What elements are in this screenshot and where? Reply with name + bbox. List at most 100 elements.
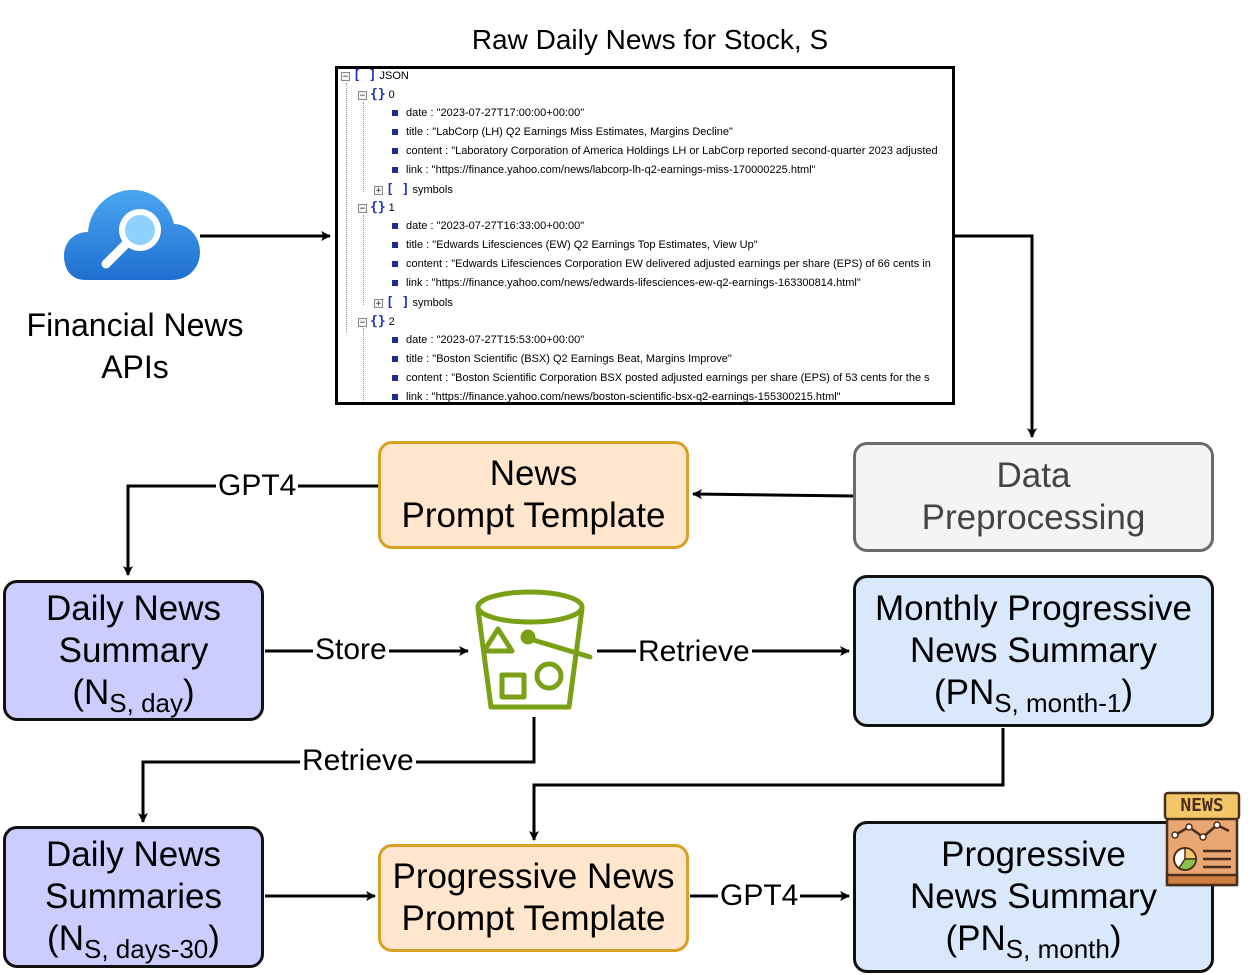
field-icon bbox=[392, 394, 398, 401]
formula-close: ) bbox=[208, 919, 220, 958]
formula-symbol: (PN bbox=[933, 673, 995, 712]
progressive-news-prompt-template-node[interactable]: Progressive News Prompt Template bbox=[378, 844, 689, 952]
daily-news-summary-node[interactable]: Daily News Summary (NS, day) bbox=[3, 580, 264, 721]
json-field-date: date : "2023-07-27T17:00:00+00:00" bbox=[392, 104, 584, 123]
json-item-2[interactable]: −{}2 bbox=[358, 312, 395, 331]
arrow-json-to-preprocessing bbox=[955, 234, 1037, 438]
json-field-content: content : "Edwards Lifesciences Corporat… bbox=[392, 255, 931, 274]
field-icon bbox=[392, 223, 398, 230]
item-index: 0 bbox=[388, 89, 395, 101]
node-label-line1: Progressive bbox=[941, 835, 1126, 874]
array-icon: [ ] bbox=[386, 295, 410, 310]
collapse-toggle-icon[interactable]: − bbox=[341, 71, 350, 82]
field-icon bbox=[392, 280, 398, 287]
field-text: date : "2023-07-27T17:00:00+00:00" bbox=[406, 107, 585, 119]
json-field-content: content : "Boston Scientific Corporation… bbox=[392, 369, 930, 388]
api-label-line1: Financial News bbox=[26, 307, 244, 343]
formula-subscript: S, day bbox=[109, 687, 183, 718]
tree-guide bbox=[363, 328, 364, 402]
field-icon bbox=[392, 261, 398, 268]
node-label-line2: Prompt Template bbox=[401, 899, 666, 938]
node-label-line1: Monthly Progressive bbox=[874, 589, 1193, 628]
edge-label-retrieve-down: Retrieve bbox=[300, 744, 416, 778]
formula-subscript: S, month-1 bbox=[994, 688, 1122, 718]
collapse-toggle-icon[interactable]: − bbox=[358, 90, 367, 101]
progressive-news-summary-node[interactable]: Progressive News Summary (PNS, month) bbox=[853, 821, 1214, 973]
json-item-1[interactable]: −{}1 bbox=[358, 198, 395, 217]
api-label-line2: APIs bbox=[101, 349, 169, 385]
json-field-link: link : "https://finance.yahoo.com/news/l… bbox=[392, 161, 816, 180]
node-label-line2: Summary bbox=[58, 630, 209, 670]
field-icon bbox=[392, 375, 398, 382]
item-index: 1 bbox=[388, 202, 395, 214]
edge-label-store: Store bbox=[313, 633, 389, 667]
json-root[interactable]: −[ ]JSON bbox=[341, 68, 409, 85]
tree-guide bbox=[346, 83, 347, 333]
cloud-search-icon bbox=[64, 189, 200, 280]
json-viewer-title: Raw Daily News for Stock, S bbox=[471, 24, 829, 55]
field-icon bbox=[392, 110, 398, 117]
field-text: symbols bbox=[412, 297, 453, 309]
collapse-toggle-icon[interactable]: − bbox=[358, 203, 367, 214]
expand-toggle-icon[interactable]: + bbox=[374, 185, 383, 196]
monthly-progressive-summary-node[interactable]: Monthly Progressive News Summary (PNS, m… bbox=[853, 575, 1214, 727]
daily-news-summaries-node[interactable]: Daily News Summaries (NS, days-30) bbox=[3, 826, 264, 968]
financial-news-apis-label: Financial News APIs bbox=[10, 304, 260, 388]
edge-label-gpt4-bottom: GPT4 bbox=[718, 879, 801, 913]
news-badge-text: NEWS bbox=[1180, 795, 1224, 816]
node-label-line2: News Summary bbox=[910, 877, 1157, 916]
json-field-title: title : "Edwards Lifesciences (EW) Q2 Ea… bbox=[392, 236, 758, 255]
field-icon bbox=[392, 148, 398, 155]
json-field-symbols[interactable]: +[ ]symbols bbox=[374, 293, 453, 312]
json-field-symbols[interactable]: +[ ]symbols bbox=[374, 180, 453, 199]
expand-toggle-icon[interactable]: + bbox=[374, 298, 383, 309]
field-text: date : "2023-07-27T16:33:00+00:00" bbox=[406, 220, 585, 232]
node-label-line2: Summaries bbox=[45, 877, 222, 916]
field-icon bbox=[392, 167, 398, 174]
data-preprocessing-node[interactable]: Data Preprocessing bbox=[853, 442, 1214, 552]
json-item-0[interactable]: −{}0 bbox=[358, 85, 395, 104]
json-field-link: link : "https://finance.yahoo.com/news/b… bbox=[392, 388, 841, 403]
json-viewer: −[ ]JSON −{}0 date : "2023-07-27T17:00:0… bbox=[335, 66, 955, 405]
field-icon bbox=[392, 242, 398, 249]
storage-bucket-icon bbox=[475, 589, 593, 710]
json-field-content: content : "Laboratory Corporation of Ame… bbox=[392, 142, 938, 161]
arrow-monthly-to-progressive bbox=[529, 728, 1005, 841]
node-formula: (PNS, month-1) bbox=[933, 672, 1134, 716]
news-icon: NEWS bbox=[1163, 791, 1241, 888]
field-icon bbox=[392, 356, 398, 363]
formula-close: ) bbox=[1109, 919, 1122, 958]
edge-label-retrieve-right: Retrieve bbox=[636, 635, 752, 669]
field-text: content : "Laboratory Corporation of Ame… bbox=[406, 145, 938, 157]
formula-close: ) bbox=[1121, 673, 1134, 712]
object-icon: {} bbox=[370, 87, 386, 102]
formula-close: ) bbox=[183, 672, 195, 712]
field-icon bbox=[392, 129, 398, 136]
news-icon-graphic bbox=[1163, 791, 1241, 887]
node-label-line1: Daily News bbox=[45, 835, 222, 874]
news-prompt-template-node[interactable]: News Prompt Template bbox=[378, 441, 689, 549]
json-field-date: date : "2023-07-27T15:53:00+00:00" bbox=[392, 331, 584, 350]
field-text: title : "Edwards Lifesciences (EW) Q2 Ea… bbox=[406, 239, 758, 251]
field-text: title : "LabCorp (LH) Q2 Earnings Miss E… bbox=[406, 126, 733, 138]
formula-symbol: (N bbox=[72, 672, 110, 712]
formula-symbol: (N bbox=[47, 919, 84, 958]
array-icon: [ ] bbox=[386, 182, 410, 197]
node-label-line2: News Summary bbox=[910, 631, 1157, 670]
node-label-line2: Prompt Template bbox=[401, 496, 666, 535]
array-icon: [ ] bbox=[353, 68, 377, 83]
object-icon: {} bbox=[370, 314, 386, 329]
node-label-line1: Data bbox=[996, 456, 1071, 495]
tree-guide bbox=[363, 215, 364, 305]
field-text: link : "https://finance.yahoo.com/news/e… bbox=[406, 277, 861, 289]
field-text: content : "Boston Scientific Corporation… bbox=[406, 372, 930, 384]
field-text: content : "Edwards Lifesciences Corporat… bbox=[406, 258, 931, 270]
object-icon: {} bbox=[370, 200, 386, 215]
json-field-date: date : "2023-07-27T16:33:00+00:00" bbox=[392, 217, 584, 236]
node-label-line1: Daily News bbox=[45, 588, 222, 628]
collapse-toggle-icon[interactable]: − bbox=[358, 317, 367, 328]
formula-subscript: S, month bbox=[1005, 934, 1110, 964]
field-text: link : "https://finance.yahoo.com/news/b… bbox=[406, 391, 841, 403]
item-index: 2 bbox=[388, 316, 395, 328]
field-text: symbols bbox=[412, 184, 453, 196]
